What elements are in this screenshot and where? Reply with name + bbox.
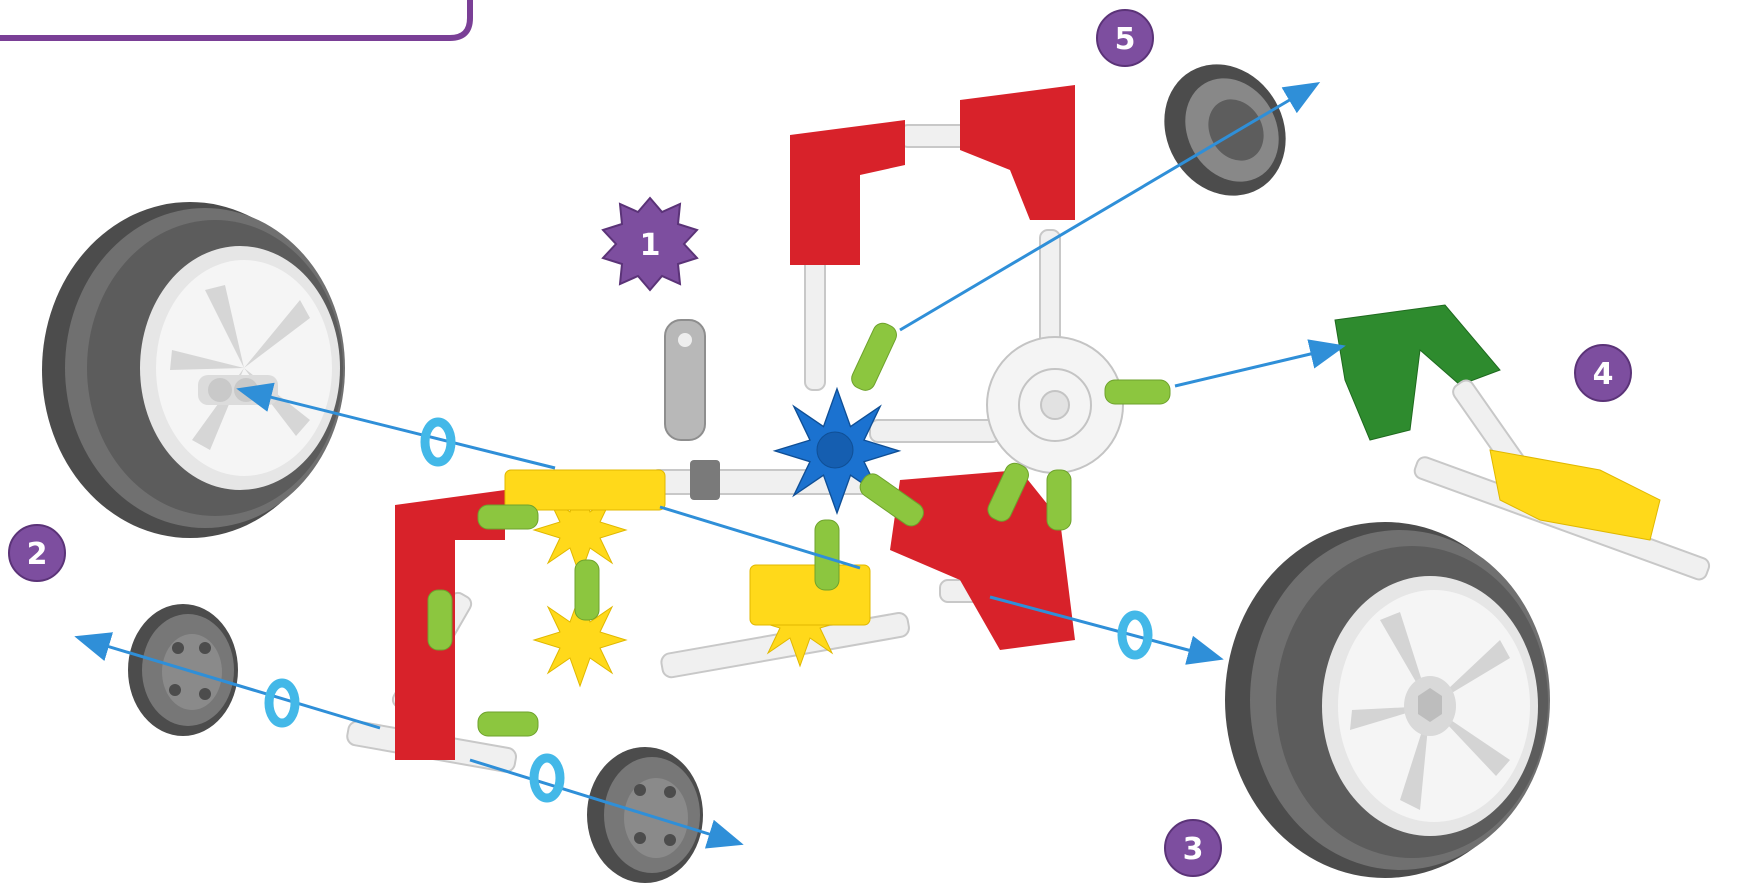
header-panel-border xyxy=(0,0,470,38)
step-3-badge: 3 xyxy=(1165,820,1221,876)
spacer-ring-icon xyxy=(269,683,295,723)
spacer-ring-icon xyxy=(425,422,451,462)
spacer-ring-icon xyxy=(534,758,560,798)
step-4-number: 4 xyxy=(1593,357,1614,392)
small-wheel-top xyxy=(1141,42,1309,218)
step-1-number: 1 xyxy=(640,228,661,263)
step-2-badge: 2 xyxy=(9,525,65,581)
red-connector-top-left xyxy=(790,120,905,265)
step-1-badge: 1 xyxy=(603,198,697,290)
red-connector-top-right xyxy=(960,85,1075,220)
yellow-connector-step4 xyxy=(1490,450,1660,540)
step-2-number: 2 xyxy=(27,537,48,572)
step-5-badge: 5 xyxy=(1097,10,1153,66)
white-connector xyxy=(987,337,1123,473)
step-5-number: 5 xyxy=(1115,22,1136,57)
step-3-number: 3 xyxy=(1183,832,1204,867)
large-wheel-left xyxy=(42,202,345,538)
step-4-badge: 4 xyxy=(1575,345,1631,401)
large-wheel-right xyxy=(1225,522,1550,878)
